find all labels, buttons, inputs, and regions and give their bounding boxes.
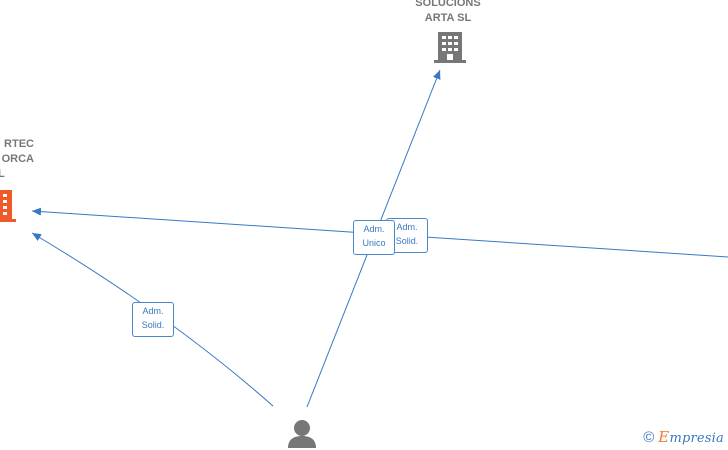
building-icon-left[interactable]	[0, 190, 16, 222]
edge-label-adm-solid-left[interactable]: Adm. Solid.	[132, 302, 174, 337]
brand-logo: Empresia	[658, 428, 724, 446]
watermark: © Empresia	[643, 428, 724, 446]
company-label-top: SOLUCIONS ARTA SL	[415, 0, 481, 24]
edge-label-adm-unico[interactable]: Adm. Unico	[353, 220, 395, 255]
building-icon-top[interactable]	[434, 32, 466, 63]
person-icon[interactable]	[288, 420, 316, 448]
company-label-left: RTEC ORCA L	[0, 138, 34, 180]
copyright-symbol: ©	[643, 428, 655, 446]
